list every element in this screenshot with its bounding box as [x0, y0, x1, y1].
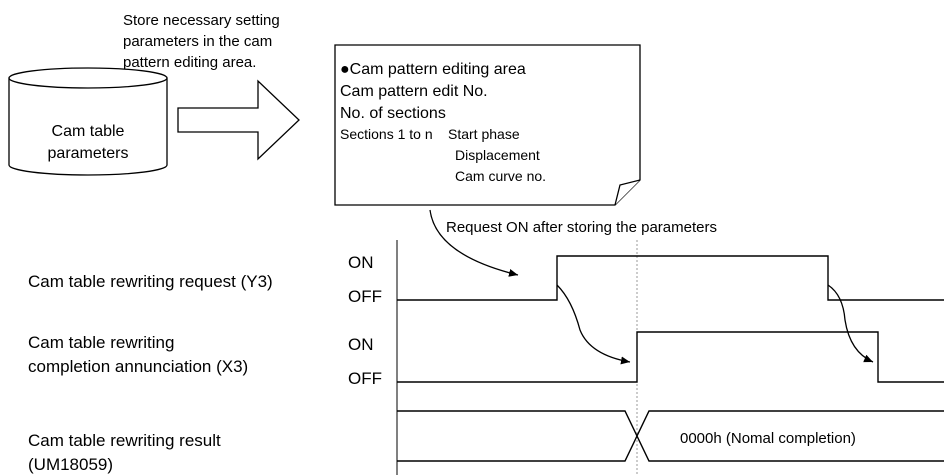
signal-3-bus-before	[397, 410, 944, 462]
store-note-line-2: parameters in the cam	[123, 33, 272, 50]
signal-1-on-label: ON	[348, 253, 374, 272]
signal-3-label-line-2: (UM18059)	[28, 455, 113, 474]
store-note-line-1: Store necessary setting	[123, 12, 280, 29]
signal-1-waveform	[397, 255, 944, 301]
store-note-line-3: pattern editing area.	[123, 54, 256, 71]
cylinder-label-line-1: Cam table	[52, 123, 125, 140]
signal-3-bus-after	[397, 410, 944, 462]
card-edit-no: Cam pattern edit No.	[340, 83, 488, 100]
signal-rewriting-result: Cam table rewriting result (UM18059) 000…	[28, 410, 944, 474]
cam-pattern-editing-area-card: ●Cam pattern editing area Cam pattern ed…	[334, 44, 641, 206]
signal-2-label-line-2: completion annunciation (X3)	[28, 357, 248, 376]
card-item-cam-curve-no: Cam curve no.	[455, 168, 546, 184]
card-title: ●Cam pattern editing area	[340, 61, 526, 78]
store-note: Store necessary setting parameters in th…	[123, 12, 280, 71]
cam-table-parameters-cylinder: Cam table parameters	[8, 67, 168, 176]
causal-arrow-request-off	[827, 284, 874, 363]
request-on-arrow	[429, 209, 519, 277]
signal-completion-annunciation: Cam table rewriting completion annunciat…	[28, 331, 944, 388]
store-block-arrow	[177, 79, 300, 161]
causal-arrow-request-on	[556, 284, 631, 365]
signal-1-off-label: OFF	[348, 287, 382, 306]
result-value: 0000h (Nomal completion)	[680, 430, 856, 447]
signal-2-off-label: OFF	[348, 369, 382, 388]
signal-rewriting-request: Cam table rewriting request (Y3) ON OFF	[28, 253, 944, 306]
card-no-of-sections: No. of sections	[340, 105, 446, 122]
request-on-note: Request ON after storing the parameters	[446, 219, 717, 236]
card-item-displacement: Displacement	[455, 147, 540, 163]
signal-2-waveform	[397, 331, 944, 383]
card-item-start-phase: Start phase	[448, 126, 520, 142]
card-sections-label: Sections 1 to n	[340, 126, 433, 142]
signal-2-label-line-1: Cam table rewriting	[28, 333, 174, 352]
cylinder-label-line-2: parameters	[48, 145, 129, 162]
signal-3-label-line-1: Cam table rewriting result	[28, 431, 221, 450]
signal-1-label: Cam table rewriting request (Y3)	[28, 272, 273, 291]
signal-2-on-label: ON	[348, 335, 374, 354]
